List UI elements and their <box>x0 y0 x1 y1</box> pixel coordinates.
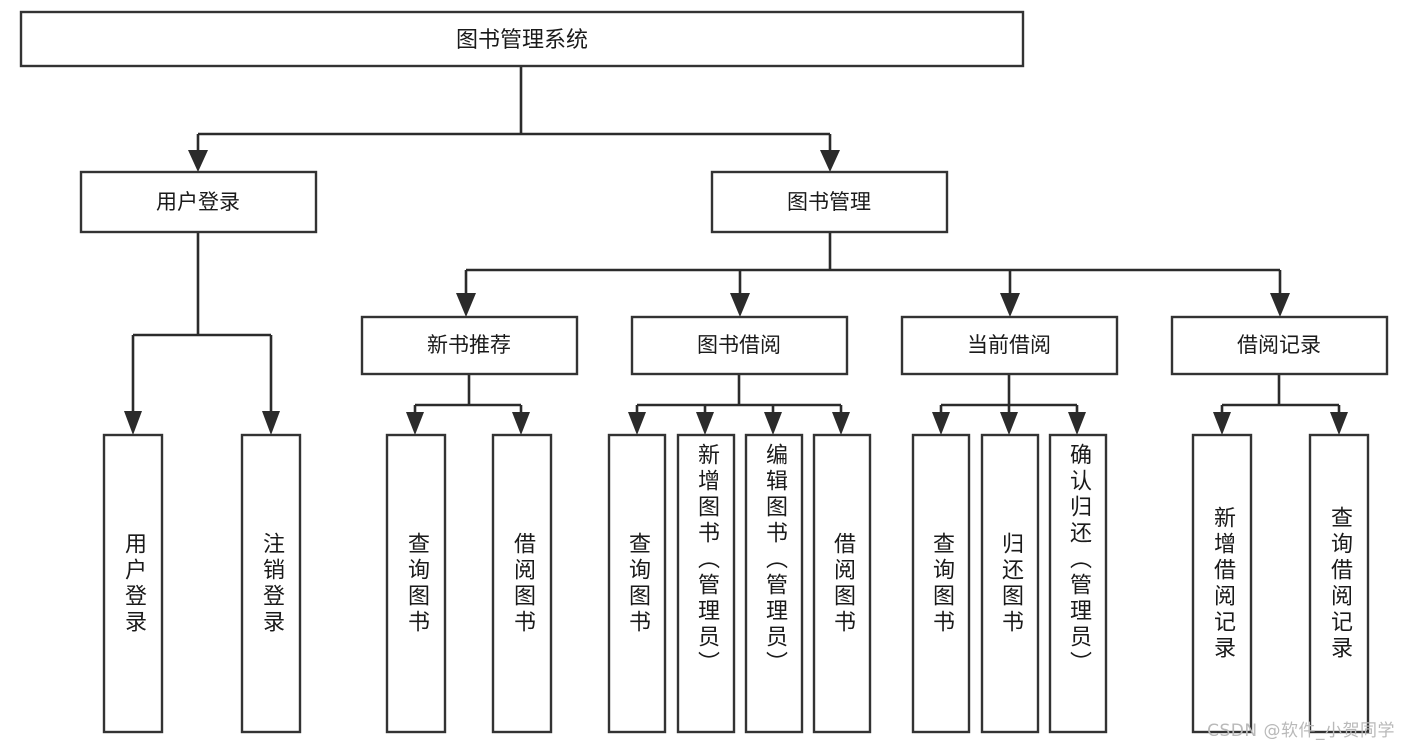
arrow-head-leaf-add-record <box>1213 412 1231 435</box>
node-book-manage-box[interactable] <box>710 170 949 234</box>
leaf-query-book-1-box[interactable] <box>385 433 447 734</box>
arrow-head-leaf-user-login <box>124 411 142 435</box>
arrow-head-book-manage <box>820 150 840 172</box>
arrow-head-leaf-borrow-book-2 <box>832 412 850 435</box>
leaf-confirm-return-box[interactable] <box>1048 433 1108 734</box>
node-book-borrow-label: 图书借阅 <box>697 333 781 357</box>
leaf-query-record-box[interactable] <box>1308 433 1370 734</box>
arrow-head-leaf-add-book <box>696 412 714 435</box>
arrow-head-user-login <box>188 150 208 172</box>
arrow-head-new-book-recommend <box>456 293 476 317</box>
node-user-login-box[interactable] <box>79 170 318 234</box>
node-borrow-record-label: 借阅记录 <box>1237 333 1321 357</box>
arrow-head-book-borrow <box>730 293 750 317</box>
leaf-query-book-2-box[interactable] <box>607 433 667 734</box>
arrow-head-leaf-borrow-book-1 <box>512 412 530 435</box>
node-new-book-recommend-label: 新书推荐 <box>427 333 511 357</box>
node-root[interactable]: 图书管理系统 <box>19 10 1025 68</box>
leaf-return-book-box[interactable] <box>980 433 1040 734</box>
node-user-login[interactable]: 用户登录 <box>79 170 318 234</box>
node-current-borrow[interactable]: 当前借阅 <box>900 315 1119 376</box>
arrow-head-leaf-query-book-3 <box>932 412 950 435</box>
csdn-watermark: CSDN @软件_小贺同学 <box>1207 721 1395 741</box>
arrow-head-leaf-query-book-2 <box>628 412 646 435</box>
node-borrow-record[interactable]: 借阅记录 <box>1170 315 1389 376</box>
connector-layer <box>124 67 1348 435</box>
node-book-borrow[interactable]: 图书借阅 <box>630 315 849 376</box>
leaf-edit-book-box[interactable] <box>744 433 804 734</box>
node-current-borrow-box[interactable] <box>900 315 1119 376</box>
leaf-logout-box[interactable] <box>240 433 302 734</box>
node-book-manage[interactable]: 图书管理 <box>710 170 949 234</box>
leaf-add-record-box[interactable] <box>1191 433 1253 734</box>
arrow-head-leaf-query-book-1 <box>406 412 424 435</box>
node-root-label: 图书管理系统 <box>456 28 588 53</box>
arrow-head-leaf-return-book <box>1000 412 1018 435</box>
leaf-borrow-book-1-box[interactable] <box>491 433 553 734</box>
node-root-box[interactable] <box>19 10 1025 68</box>
leaf-borrow-book-2-box[interactable] <box>812 433 872 734</box>
leaf-box-layer <box>102 433 1370 734</box>
node-user-login-label: 用户登录 <box>156 190 240 214</box>
node-book-borrow-box[interactable] <box>630 315 849 376</box>
node-borrow-record-box[interactable] <box>1170 315 1389 376</box>
arrow-head-leaf-edit-book <box>764 412 782 435</box>
node-book-manage-label: 图书管理 <box>787 190 871 214</box>
arrow-head-leaf-query-record <box>1330 412 1348 435</box>
node-new-book-recommend[interactable]: 新书推荐 <box>360 315 579 376</box>
node-current-borrow-label: 当前借阅 <box>967 333 1051 357</box>
leaf-query-book-3-box[interactable] <box>911 433 971 734</box>
arrow-head-current-borrow <box>1000 293 1020 317</box>
arrow-head-leaf-logout <box>262 411 280 435</box>
node-new-book-recommend-box[interactable] <box>360 315 579 376</box>
arrow-head-borrow-record <box>1270 293 1290 317</box>
leaf-user-login-box[interactable] <box>102 433 164 734</box>
arrow-head-leaf-confirm-return <box>1068 412 1086 435</box>
leaf-add-book-box[interactable] <box>676 433 736 734</box>
